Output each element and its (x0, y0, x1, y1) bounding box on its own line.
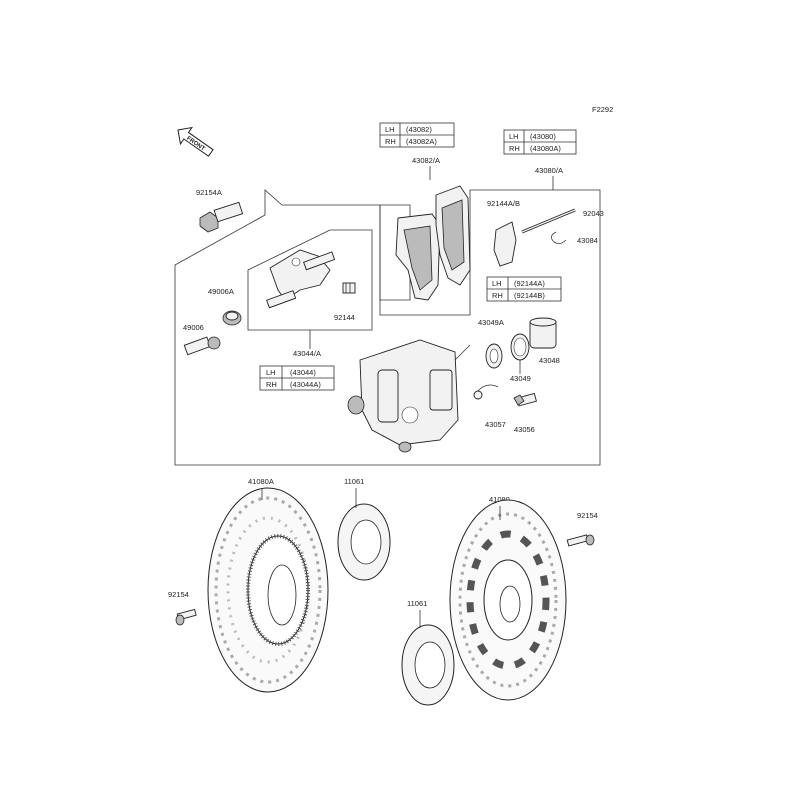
svg-text:(43080A): (43080A) (530, 144, 561, 153)
svg-text:RH: RH (266, 380, 277, 389)
label-92144AB: 92144A/B (487, 199, 520, 208)
pad-pin-92043 (521, 208, 576, 234)
label-41080: 41080 (489, 495, 510, 504)
label-49006: 49006 (183, 323, 204, 332)
brake-disc-right (449, 499, 567, 701)
clip-43084 (551, 231, 567, 244)
svg-text:(92144B): (92144B) (514, 291, 545, 300)
label-43080A: 43080/A (535, 166, 563, 175)
svg-text:RH: RH (509, 144, 520, 153)
svg-text:LH: LH (509, 132, 519, 141)
boot-49006A (222, 310, 242, 326)
label-43049: 43049 (510, 374, 531, 383)
figure-code: F2292 (592, 105, 613, 114)
caliper-bracket (266, 249, 336, 309)
svg-text:(92144A): (92144A) (514, 279, 545, 288)
svg-text:(43044A): (43044A) (290, 380, 321, 389)
pads-table: LH (43082) RH (43082A) (379, 122, 455, 148)
piston-43048 (529, 317, 557, 349)
pad-spring (493, 221, 517, 267)
svg-text:RH: RH (385, 137, 396, 146)
brake-pad-outer (435, 185, 471, 286)
label-43057: 43057 (485, 420, 506, 429)
label-43049A: 43049A (478, 318, 504, 327)
label-92154-left: 92154 (168, 590, 189, 599)
svg-text:(43080): (43080) (530, 132, 556, 141)
svg-text:(43082): (43082) (406, 125, 432, 134)
clip-92144 (342, 282, 356, 294)
bolt-92154-left (175, 608, 197, 626)
pin-49006 (183, 336, 221, 356)
brake-disc-left (207, 487, 329, 693)
caliper-body (347, 339, 459, 453)
brake-pad-inner (395, 213, 441, 301)
bolt-92154A (199, 201, 244, 233)
cap-43057 (473, 384, 499, 400)
svg-text:RH: RH (492, 291, 503, 300)
label-43082A: 43082/A (412, 156, 440, 165)
caliper-group-outline (174, 189, 601, 466)
bolt-92154-right (566, 534, 595, 547)
spacer-11061-top (337, 503, 391, 581)
bleeder-43056 (513, 392, 537, 407)
svg-text:(43044): (43044) (290, 368, 316, 377)
label-49006A: 49006A (208, 287, 234, 296)
label-92144: 92144 (334, 313, 355, 322)
label-43044A: 43044/A (293, 349, 321, 358)
svg-text:LH: LH (492, 279, 502, 288)
label-11061-top: 11061 (344, 477, 364, 486)
pad-kit-table: LH (43080) RH (43080A) (503, 129, 577, 155)
label-11061-bottom: 11061 (407, 599, 427, 608)
label-92154A: 92154A (196, 188, 222, 197)
svg-text:LH: LH (385, 125, 395, 134)
label-92154-right: 92154 (577, 511, 598, 520)
label-43084: 43084 (577, 236, 598, 245)
svg-text:(43082A): (43082A) (406, 137, 437, 146)
pad-kit-outline (379, 204, 411, 301)
svg-text:LH: LH (266, 368, 276, 377)
label-43048: 43048 (539, 356, 560, 365)
label-41080A: 41080A (248, 477, 274, 486)
spring-table: LH (92144A) RH (92144B) (486, 276, 562, 302)
label-43056: 43056 (514, 425, 535, 434)
bracket-group-outline (247, 229, 373, 331)
spacer-11061-bottom (401, 624, 455, 706)
caliper-table: LH (43044) RH (43044A) (259, 365, 335, 391)
front-arrow-icon: FRONT (177, 126, 214, 157)
label-92043: 92043 (583, 209, 604, 218)
